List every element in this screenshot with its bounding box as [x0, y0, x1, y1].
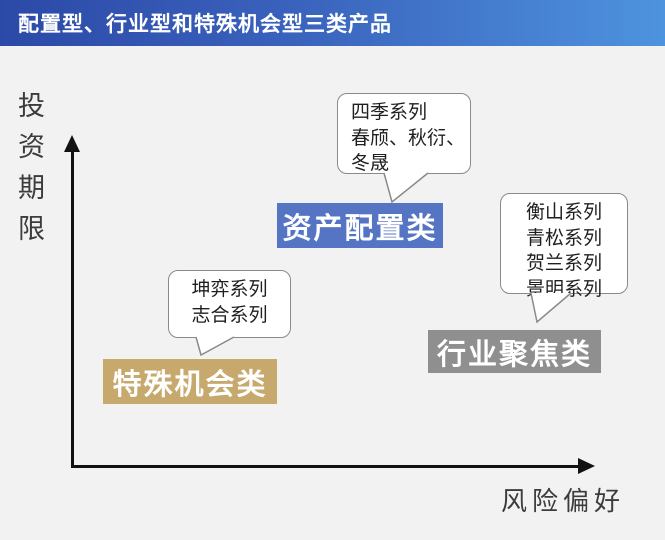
category-label-asset-allocation: 资产配置类	[277, 203, 443, 248]
callout-tail-special-opportunity	[195, 336, 235, 357]
callout-line: 衡山系列	[525, 202, 602, 223]
category-label-text: 资产配置类	[282, 212, 438, 245]
category-label-industry-focus: 行业聚焦类	[428, 330, 601, 373]
callout-line: 四季系列	[351, 102, 428, 123]
page-title: 配置型、行业型和特殊机会型三类产品	[18, 13, 392, 36]
callout-line: 冬晟	[351, 153, 390, 174]
x-axis-arrowhead-icon	[578, 458, 595, 474]
x-axis-line	[71, 465, 579, 468]
callout-line: 志合系列	[191, 304, 268, 326]
category-label-special-opportunity: 特殊机会类	[103, 359, 277, 404]
callout-line: 坤弈系列	[191, 279, 268, 300]
callout-special-opportunity-series: 坤弈系列 志合系列	[168, 270, 291, 338]
callout-asset-allocation-series: 四季系列 春颀、秋衍、 冬晟	[337, 93, 471, 174]
callout-line: 贺兰系列	[525, 253, 602, 274]
category-label-text: 行业聚焦类	[436, 338, 592, 371]
callout-tail-asset-allocation	[383, 172, 429, 204]
y-axis-arrowhead-icon	[64, 135, 80, 152]
header-bar: 配置型、行业型和特殊机会型三类产品	[0, 0, 665, 46]
y-axis-label: 投资期限	[18, 91, 45, 244]
category-label-text: 特殊机会类	[112, 368, 268, 401]
callout-line: 青松系列	[525, 227, 602, 249]
callout-line: 春颀、秋衍、	[351, 127, 466, 149]
y-axis-line	[71, 150, 74, 468]
x-axis-label: 风险偏好	[501, 486, 626, 516]
callout-tail-industry-focus	[530, 292, 572, 324]
callout-industry-focus-series: 衡山系列 青松系列 贺兰系列 景明系列	[500, 193, 628, 300]
